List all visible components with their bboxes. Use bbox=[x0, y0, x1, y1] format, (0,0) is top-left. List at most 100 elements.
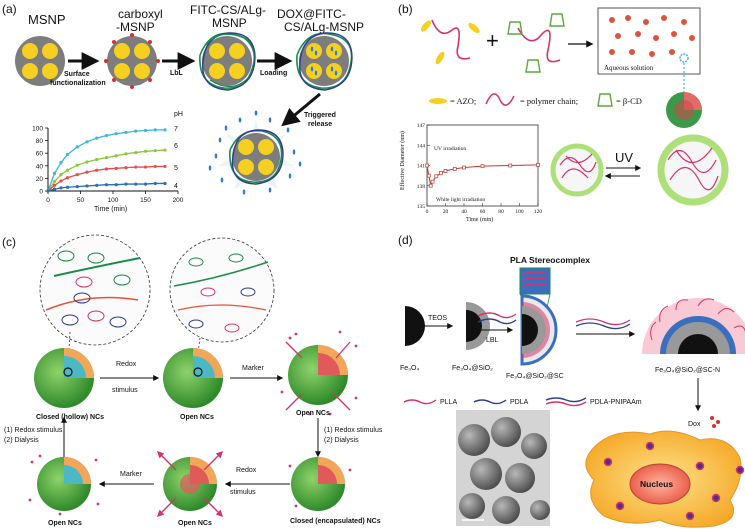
pnipaam-chain-blue bbox=[575, 322, 631, 330]
data-point-ph-4 bbox=[143, 182, 148, 186]
series-label-5: 5 bbox=[174, 165, 178, 172]
nc-open-expanding bbox=[157, 451, 223, 517]
panel-a-label: (a) bbox=[2, 2, 17, 16]
open-ncs-label-4: Open NCs bbox=[48, 520, 82, 527]
data-point-ph-4 bbox=[95, 183, 99, 187]
lbl-label: LbL bbox=[170, 70, 184, 77]
pdla-pnipaam-legend: PDLA-PNIPAAm bbox=[590, 399, 642, 406]
bubble-1-chain-red bbox=[45, 296, 139, 311]
fitc-msnp-particle bbox=[199, 32, 256, 91]
panel-c-label: (c) bbox=[2, 235, 16, 249]
chart-b-xtick-label: 60 bbox=[480, 209, 486, 215]
data-point-ph-4 bbox=[124, 182, 128, 186]
chart-b-ytick-label: 135 bbox=[417, 204, 426, 210]
data-point-ph-5 bbox=[95, 168, 99, 172]
diameter-data-point bbox=[480, 164, 485, 169]
data-point-ph-4 bbox=[153, 181, 157, 186]
data-point-ph-7 bbox=[153, 128, 157, 132]
data-point-ph-6 bbox=[95, 157, 99, 162]
data-point-ph-6 bbox=[85, 160, 89, 164]
step-1-left: (1) Redox stimulus bbox=[4, 427, 63, 434]
data-point-ph-4 bbox=[65, 185, 70, 189]
nc-open-final bbox=[28, 454, 100, 516]
data-point-ph-4 bbox=[104, 183, 109, 187]
step-1-right: (1) Redox stimulus bbox=[324, 427, 383, 434]
chart-b-ytick-label: 144 bbox=[417, 143, 426, 149]
data-point-ph-6 bbox=[65, 168, 70, 172]
data-point-ph-5 bbox=[75, 173, 79, 177]
data-point-ph-4 bbox=[46, 189, 50, 193]
fe3o4-sio2-sc-particle bbox=[520, 294, 558, 366]
chart-b-ytick-label: 147 bbox=[417, 123, 426, 129]
bubble-2-rings bbox=[188, 253, 256, 333]
release-label: release bbox=[308, 121, 332, 128]
closed-hollow-label: Closed (hollow) NCs bbox=[36, 414, 104, 421]
data-point-ph-5 bbox=[59, 179, 63, 183]
azo-polymer-icon bbox=[420, 19, 480, 65]
data-point-ph-5 bbox=[85, 170, 89, 174]
data-point-ph-4 bbox=[114, 183, 118, 187]
data-point-ph-5 bbox=[134, 165, 138, 169]
nc-closed-encapsulated bbox=[288, 457, 352, 511]
panel-b-label: (b) bbox=[398, 2, 413, 16]
chart-a-xtick-label: 50 bbox=[77, 197, 85, 204]
carboxyl-msnp-particle bbox=[104, 33, 160, 89]
data-point-ph-4 bbox=[134, 182, 138, 186]
marker-label-2: Marker bbox=[120, 471, 142, 478]
data-point-ph-4 bbox=[75, 184, 79, 189]
micelle-swollen bbox=[657, 134, 729, 206]
aqueous-label: Aqueous solution bbox=[604, 64, 654, 72]
data-point-ph-5 bbox=[163, 164, 167, 169]
data-point-ph-7 bbox=[59, 161, 63, 165]
zoom-bubble-2 bbox=[169, 237, 275, 343]
data-point-ph-5 bbox=[143, 165, 148, 169]
dox-title-2: CS/ALg-MSNP bbox=[284, 20, 364, 34]
lbl-polymers bbox=[477, 312, 517, 325]
data-point-ph-7 bbox=[85, 140, 89, 144]
bubble-1-rings bbox=[57, 250, 131, 328]
chart-b-xtick-label: 120 bbox=[534, 209, 543, 215]
nc-open-marked bbox=[280, 330, 358, 416]
aqueous-box: Aqueous solution bbox=[597, 7, 701, 75]
panel-d-legend: PLLA PDLA PDLA-PNIPAAm bbox=[403, 397, 642, 407]
series-label-4: 4 bbox=[174, 183, 178, 190]
data-point-ph-7 bbox=[65, 152, 70, 157]
data-point-ph-6 bbox=[104, 156, 109, 160]
chart-b-xtick-label: 100 bbox=[515, 209, 524, 215]
chart-b-xlabel: Time (min) bbox=[466, 216, 493, 223]
data-point-ph-6 bbox=[75, 163, 79, 167]
data-point-ph-7 bbox=[163, 128, 167, 132]
fe3o4-label: Fe₃O₄ bbox=[400, 365, 419, 372]
diameter-data-point bbox=[462, 165, 466, 170]
data-point-ph-6 bbox=[163, 148, 167, 152]
nucleus-label: Nucleus bbox=[640, 479, 673, 489]
arrow-triggered-release bbox=[281, 92, 321, 127]
data-point-ph-7 bbox=[75, 145, 79, 149]
surface-label: Surface bbox=[64, 71, 90, 78]
msnp-particle bbox=[15, 36, 65, 86]
carboxyl-title-1: carboxyl bbox=[118, 7, 163, 21]
diameter-data-point bbox=[427, 173, 431, 178]
data-point-ph-4 bbox=[163, 181, 167, 186]
chart-a-xtick-label: 150 bbox=[140, 197, 151, 204]
series-label-7: 7 bbox=[174, 126, 178, 133]
data-point-ph-5 bbox=[124, 166, 128, 170]
data-point-ph-6 bbox=[124, 152, 128, 156]
fitc-title-1: FITC-CS/ALg- bbox=[190, 3, 266, 17]
pla-stereocomplex-label: PLA Stereocomplex bbox=[510, 255, 590, 265]
data-point-ph-7 bbox=[124, 130, 128, 135]
data-point-ph-7 bbox=[114, 132, 118, 136]
triggered-label: Triggered bbox=[304, 112, 336, 119]
fe3o4-sio2-label: Fe₃O₄@SiO₂ bbox=[452, 365, 493, 372]
stereocomplex-zoom bbox=[519, 267, 551, 313]
bubble-2-chain-red bbox=[177, 304, 267, 311]
polymer-legend: = polymer chain; bbox=[520, 96, 578, 106]
step-2-left: (2) Dialysis bbox=[4, 437, 39, 444]
zoom-bubble-1 bbox=[39, 234, 151, 346]
fe3o4-core bbox=[405, 306, 425, 346]
series-line-ph-7 bbox=[47, 129, 165, 192]
plus-sign: + bbox=[486, 28, 499, 53]
loading-label: Loading bbox=[260, 70, 287, 77]
redox-label-2: Redox bbox=[236, 467, 257, 474]
